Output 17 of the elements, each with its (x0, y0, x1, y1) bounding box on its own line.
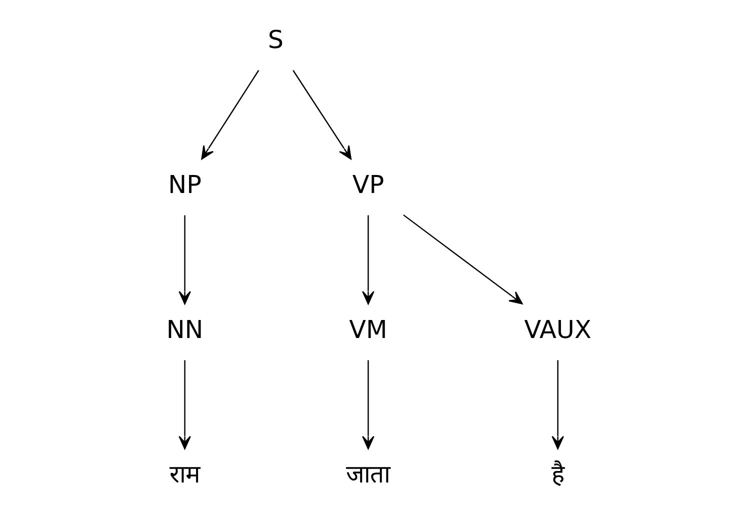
arrow (551, 360, 564, 450)
node-text: है (550, 460, 564, 489)
node-text: VM (348, 314, 387, 344)
node-text: VAUX (524, 314, 591, 344)
node-text: S (267, 25, 284, 54)
node-text: VP (352, 170, 384, 199)
arrow (178, 360, 190, 450)
arrow (362, 360, 374, 450)
node-text: NN (166, 314, 203, 344)
node-text: राम (168, 460, 200, 489)
arrow (362, 215, 374, 304)
node-text: जाता (346, 460, 390, 489)
arrow (292, 70, 352, 160)
arrow (200, 70, 259, 160)
arrow (402, 214, 522, 304)
arrow (178, 215, 190, 304)
node-text: NP (168, 170, 201, 199)
